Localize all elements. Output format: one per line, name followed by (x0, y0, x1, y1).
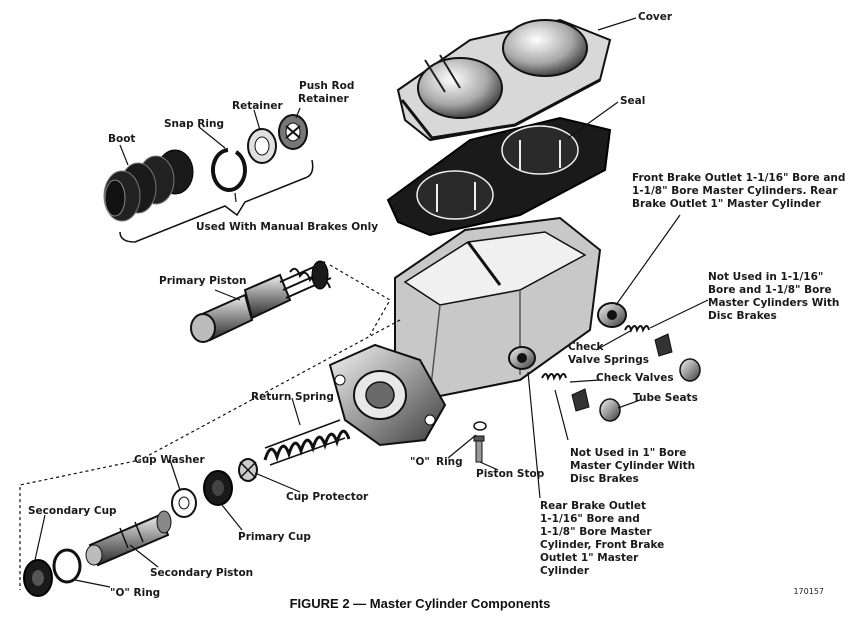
label-rear-outlet-line5: Outlet 1" Master (540, 552, 639, 564)
label-front-outlet-line3: Brake Outlet 1" Master Cylinder (632, 198, 821, 210)
label-rear-outlet-line4: Cylinder, Front Brake (540, 539, 665, 551)
secondary-cup-part (23, 559, 53, 597)
label-o-ring-upper-line2: Ring (436, 456, 463, 468)
label-check-valves: Check Valves (596, 372, 674, 384)
primary-cup-part (203, 470, 233, 506)
o-ring-lower-part (52, 548, 82, 584)
label-not-used-disc-line2: Bore and 1-1/8" Bore (708, 284, 832, 296)
label-not-used-1in-line1: Not Used in 1" Bore (570, 447, 687, 459)
label-primary-cup: Primary Cup (238, 531, 311, 543)
label-push-rod-retainer-line2: Retainer (298, 93, 349, 105)
cup-protector-part (238, 458, 258, 482)
label-not-used-1in-line2: Master Cylinder With (570, 460, 696, 472)
label-manual-brakes: Used With Manual Brakes Only (196, 221, 379, 233)
label-rear-outlet-line3: 1-1/8" Bore Master (540, 526, 652, 538)
label-secondary-cup: Secondary Cup (28, 505, 117, 517)
check-valves-part (571, 333, 673, 412)
label-not-used-disc-line3: Master Cylinders With (708, 297, 840, 309)
label-front-outlet-line2: 1-1/8" Bore Master Cylinders. Rear (632, 185, 838, 197)
retainer-part (247, 128, 277, 164)
primary-guide-line (329, 264, 391, 336)
label-cover: Cover (638, 11, 673, 23)
label-not-used-disc-line4: Disc Brakes (708, 310, 777, 322)
label-boot: Boot (108, 133, 136, 145)
figure-caption: FIGURE 2 — Master Cylinder Components (289, 596, 551, 611)
label-rear-outlet-line2: 1-1/16" Bore and (540, 513, 640, 525)
label-snap-ring: Snap Ring (164, 118, 224, 130)
label-not-used-1in-line3: Disc Brakes (570, 473, 639, 485)
seal-part (386, 116, 612, 237)
label-o-ring-upper-line1: "O" (410, 456, 430, 468)
boot-part (103, 149, 194, 222)
label-check-valve-springs-line1: Check (568, 341, 604, 353)
check-valve-springs-part (541, 325, 650, 381)
cup-washer-part (171, 488, 197, 518)
label-return-spring: Return Spring (251, 391, 334, 403)
manual-brakes-bracket (119, 159, 314, 243)
primary-piston-part (190, 260, 332, 343)
cover-part (396, 18, 612, 142)
label-primary-piston: Primary Piston (159, 275, 247, 287)
label-secondary-piston: Secondary Piston (150, 567, 254, 579)
label-not-used-disc-line1: Not Used in 1-1/16" (708, 271, 824, 283)
label-rear-outlet-line6: Cylinder (540, 565, 590, 577)
label-retainer: Retainer (232, 100, 283, 112)
label-front-outlet-line1: Front Brake Outlet 1-1/16" Bore and (632, 172, 845, 184)
secondary-piston-part (85, 510, 172, 567)
tube-seats-part (599, 358, 701, 422)
push-rod-retainer-part (278, 114, 308, 150)
secondary-guide-line (19, 319, 401, 590)
label-cup-washer: Cup Washer (134, 454, 205, 466)
label-cup-protector: Cup Protector (286, 491, 369, 503)
label-tube-seats: Tube Seats (633, 392, 698, 404)
leader-lines (34, 17, 709, 588)
piston-stop-part (473, 421, 487, 463)
label-o-ring-lower: "O" Ring (110, 587, 161, 599)
label-seal: Seal (620, 95, 646, 107)
snap-ring-part (210, 148, 247, 192)
label-check-valve-springs-line2: Valve Springs (568, 354, 649, 366)
label-rear-outlet-line1: Rear Brake Outlet (540, 500, 647, 512)
figure-number: 170157 (793, 587, 824, 596)
label-push-rod-retainer-line1: Push Rod (299, 80, 355, 92)
cylinder-body (328, 216, 627, 447)
label-piston-stop: Piston Stop (476, 468, 545, 480)
return-spring-part (263, 419, 351, 466)
